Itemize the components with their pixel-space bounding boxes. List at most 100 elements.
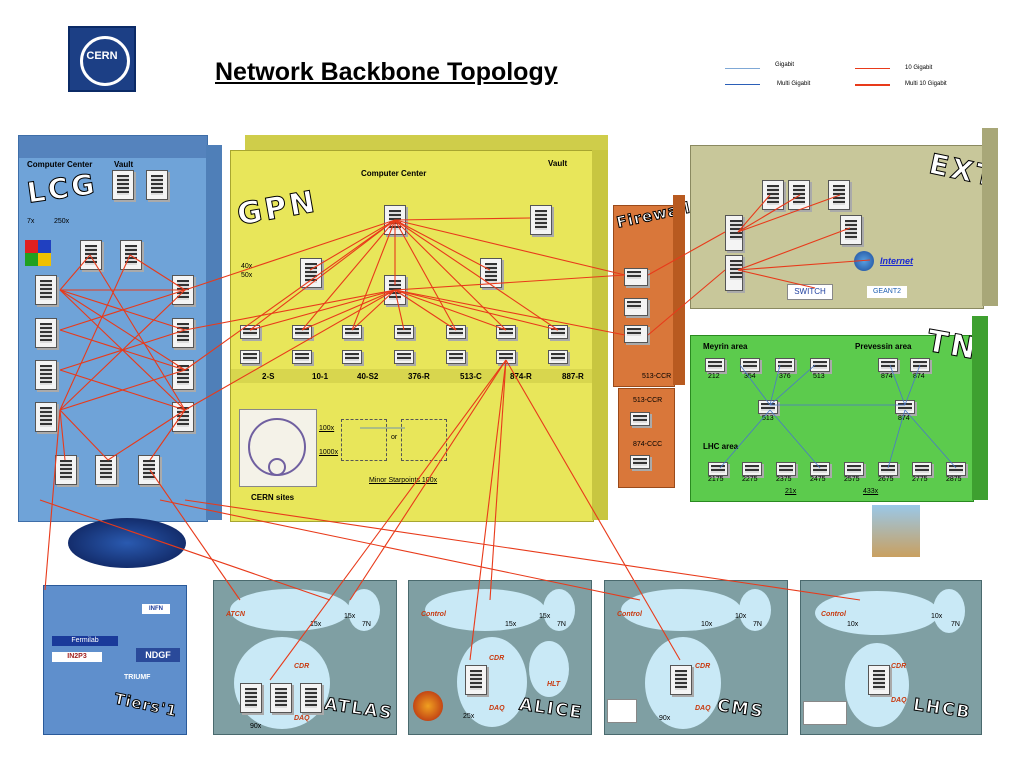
exp-alice-block: Control CDR DAQ HLT 15x 15x 7N 25x ALICE xyxy=(408,580,592,735)
tn-lhc-switch[interactable] xyxy=(776,462,796,476)
tn-core-switch[interactable] xyxy=(895,400,915,414)
lhcb-count-3: 7N xyxy=(951,621,960,628)
bldg-513-c-switch-a[interactable] xyxy=(446,325,466,339)
atlas-daq-rack[interactable] xyxy=(300,683,322,713)
lhcb-daq-rack[interactable] xyxy=(868,665,890,695)
legend: Gigabit Multi Gigabit 10 Gigabit Multi 1… xyxy=(725,62,985,92)
lcg-rack-b2[interactable] xyxy=(95,455,117,485)
exp-lhcb-block: Control CDR DAQ 10x 10x 7N LHCB xyxy=(800,580,982,735)
alice-control-label: Control xyxy=(421,611,446,618)
page-title: Network Backbone Topology xyxy=(215,58,558,86)
lhc-area-label: LHC area xyxy=(703,442,739,451)
lcg-computer-center-label: Computer Center xyxy=(27,160,93,169)
bldg-2s-switch-b[interactable] xyxy=(240,350,260,364)
tn-side-face xyxy=(972,316,988,500)
cern-logo-ring-icon xyxy=(80,36,130,86)
legend-10-gigabit-line xyxy=(855,68,890,69)
bldg-10-1-switch-a[interactable] xyxy=(292,325,312,339)
cms-daq-rack[interactable] xyxy=(670,665,692,695)
lcg-rack-l3[interactable] xyxy=(35,360,57,390)
lcg-rack-b3[interactable] xyxy=(138,455,160,485)
tn-lhc-switch[interactable] xyxy=(844,462,864,476)
tn-core-switch[interactable] xyxy=(758,400,778,414)
lcg-rack-r2[interactable] xyxy=(172,318,194,348)
atlas-cdr-label: CDR xyxy=(294,663,310,670)
tn-lhc-switch[interactable] xyxy=(878,462,898,476)
bldg-376-r-switch-a[interactable] xyxy=(394,325,414,339)
tn-lhc-switch[interactable] xyxy=(742,462,762,476)
tn-meyrin-switch[interactable] xyxy=(775,358,795,372)
bldg-10-1-switch-b[interactable] xyxy=(292,350,312,364)
ext-firewall-router-1[interactable] xyxy=(725,215,743,251)
firewall-block: Firewall 513-CCR xyxy=(613,198,693,387)
bldg-40-s2-switch-b[interactable] xyxy=(342,350,362,364)
lhc-tunnel-image xyxy=(872,505,920,557)
tn-lhc-switch[interactable] xyxy=(912,462,932,476)
atlas-daq-rack[interactable] xyxy=(270,683,292,713)
lhcb-count-1: 10x xyxy=(931,613,943,620)
in2p3-logo: IN2P3 xyxy=(52,652,102,662)
lcg-rack-l1[interactable] xyxy=(35,275,57,305)
lcg-rack-r4[interactable] xyxy=(172,402,194,432)
building-label: 513-C xyxy=(460,372,482,381)
tn-meyrin-switch[interactable] xyxy=(810,358,830,372)
lhcb-cdr-label: CDR xyxy=(891,663,907,670)
firewall-874ccc-switch[interactable] xyxy=(630,455,650,469)
bldg-887-r-switch-b[interactable] xyxy=(548,350,568,364)
cern-sites-label: CERN sites xyxy=(251,493,295,502)
lcg-vault-rack-2[interactable] xyxy=(146,170,168,200)
lcg-vault-rack-1[interactable] xyxy=(112,170,134,200)
lcg-core-rack-1[interactable] xyxy=(80,240,102,270)
minor-starpoints-label: Minor Starpoints 100x xyxy=(369,477,438,484)
atlas-count-3: 7N xyxy=(362,621,371,628)
lcg-rack-l2[interactable] xyxy=(35,318,57,348)
alice-cdr-small-ellipse xyxy=(543,589,575,631)
minor-starpoint-box-1 xyxy=(341,419,387,461)
lhcb-daq-label: DAQ xyxy=(891,697,907,704)
tn-lhc-switch[interactable] xyxy=(810,462,830,476)
atlas-daq-rack[interactable] xyxy=(240,683,262,713)
atlas-count-2: 15x xyxy=(310,621,322,628)
tn-lhc-label: 2175 xyxy=(708,476,724,483)
switch-label[interactable]: SWITCH xyxy=(787,284,833,300)
lcg-rack-l4[interactable] xyxy=(35,402,57,432)
tn-prevessin-switch[interactable] xyxy=(878,358,898,372)
lcg-side-face xyxy=(206,145,222,520)
alice-daq-rack[interactable] xyxy=(465,665,487,695)
legend-multi-gigabit-line xyxy=(725,84,760,85)
tn-lhc-switch[interactable] xyxy=(946,462,966,476)
tn-meyrin-switch[interactable] xyxy=(705,358,725,372)
firewall-panel-label: 513-CCR xyxy=(642,373,672,380)
legend-multi-gigabit-label: Multi Gigabit xyxy=(777,81,811,87)
ext-router-1[interactable] xyxy=(762,180,784,210)
gpn-vault-router[interactable] xyxy=(530,205,552,235)
tn-lhc-switch[interactable] xyxy=(708,462,728,476)
geant-label[interactable]: GEANT2 xyxy=(867,286,907,298)
bldg-376-r-switch-b[interactable] xyxy=(394,350,414,364)
tn-node-label: 376 xyxy=(779,373,791,380)
alice-control-ellipse xyxy=(425,589,545,631)
atlas-count-4: 90x xyxy=(250,723,262,730)
internet-label[interactable]: Internet xyxy=(880,256,914,266)
firewall-unit-2[interactable] xyxy=(624,298,648,316)
tn-lhc-label: 2475 xyxy=(810,476,826,483)
tn-node-label: 513 xyxy=(813,373,825,380)
fermilab-logo: Fermilab xyxy=(52,636,118,646)
gpn-count-2: 50x xyxy=(241,272,253,279)
firewall-unit-1[interactable] xyxy=(624,268,648,286)
firewall-513ccr-switch[interactable] xyxy=(630,412,650,426)
cms-logo-icon xyxy=(607,699,637,723)
atlas-daq-label: DAQ xyxy=(294,715,310,722)
tn-node-label: 874 xyxy=(881,373,893,380)
ext-core-router[interactable] xyxy=(840,215,862,245)
alice-count-2: 15x xyxy=(505,621,517,628)
firewall-unit-3[interactable] xyxy=(624,325,648,343)
bldg-513-c-switch-b[interactable] xyxy=(446,350,466,364)
ext-firewall-router-2[interactable] xyxy=(725,255,743,291)
bldg-40-s2-switch-a[interactable] xyxy=(342,325,362,339)
gpn-building-strip xyxy=(231,369,593,383)
atlas-control-label: ATCN xyxy=(226,611,245,618)
tn-lhc-label: 2675 xyxy=(878,476,894,483)
tn-lhc-label: 2275 xyxy=(742,476,758,483)
